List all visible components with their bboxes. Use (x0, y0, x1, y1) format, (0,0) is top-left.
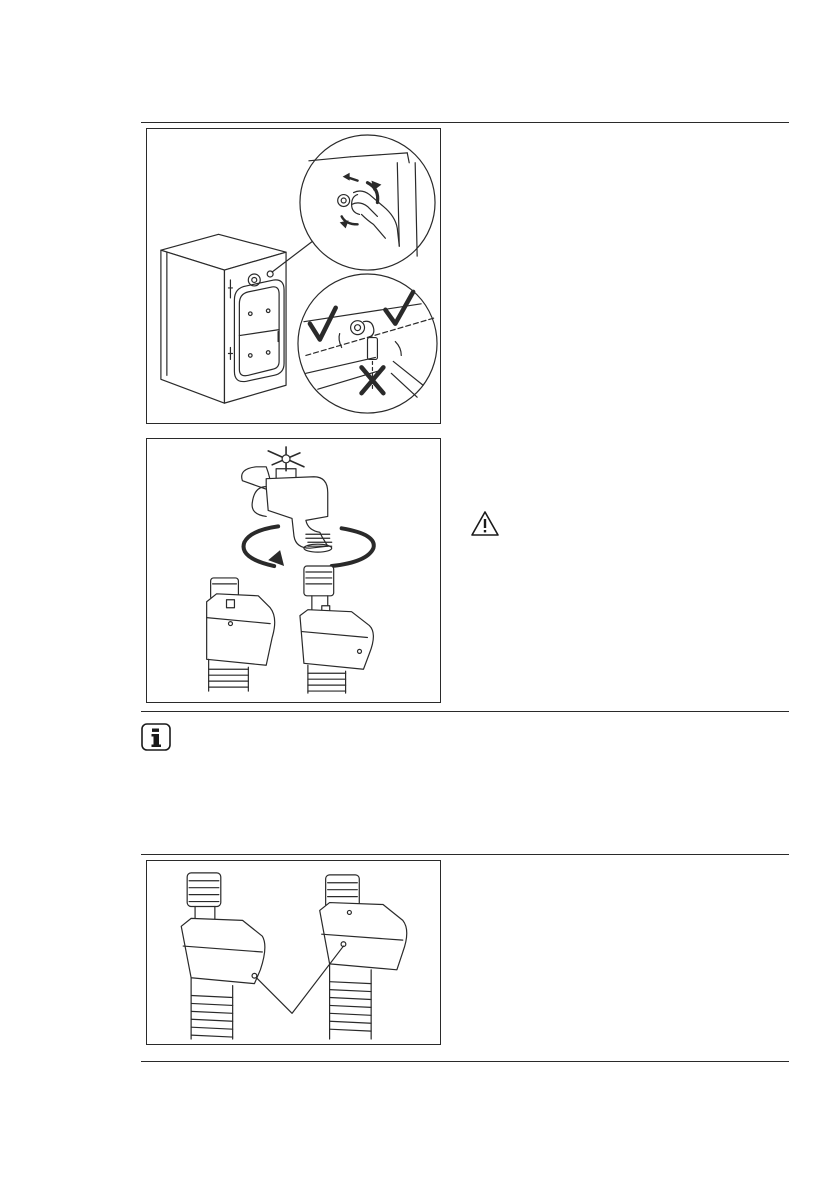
section-divider-lower (141, 854, 789, 855)
figure-hose-connector-variants (146, 860, 441, 1045)
hand-icon (300, 135, 435, 270)
info-icon (141, 723, 171, 751)
section-divider-top (141, 122, 789, 123)
section-divider-bottom (141, 1061, 789, 1062)
warning-icon (470, 510, 500, 538)
washing-machine-icon (161, 234, 286, 403)
hose-connector-icon (181, 873, 407, 1039)
water-tap-icon (242, 447, 332, 552)
figure-tap-thread-connection (146, 438, 441, 703)
check-mark-icon (298, 274, 437, 413)
figure-tap-thread-connection-drawing (147, 439, 440, 702)
figure-inlet-hose-rotation (146, 128, 441, 424)
figure-hose-connector-variants-drawing (147, 861, 440, 1044)
hose-connector-icon (207, 566, 374, 693)
section-divider-middle (141, 711, 789, 712)
figure-inlet-hose-rotation-drawing (147, 129, 440, 423)
